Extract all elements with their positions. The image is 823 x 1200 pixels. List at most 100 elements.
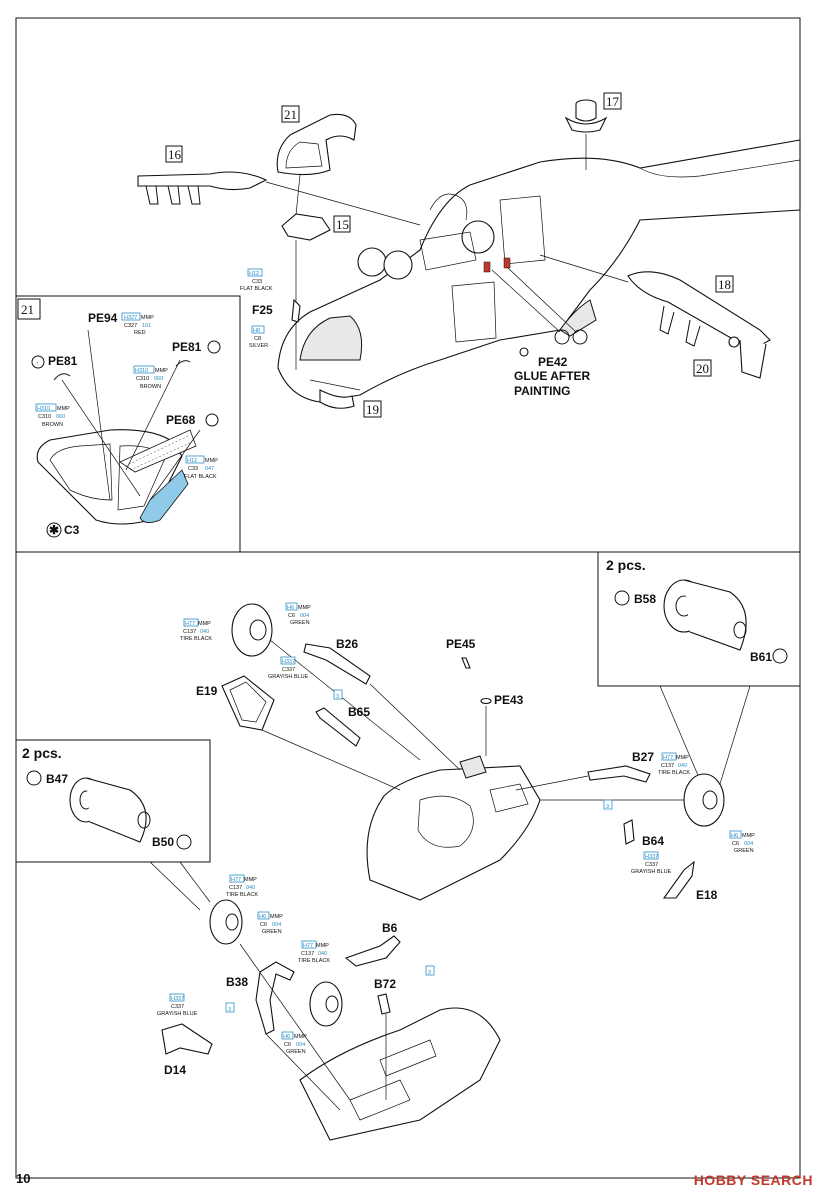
flip-icon (207, 340, 221, 354)
step-box-17 (603, 92, 622, 110)
step-number-19: 19 (366, 402, 379, 417)
svg-text:C310: C310 (136, 376, 149, 382)
leader (659, 685, 701, 781)
helicopter-fuselage-bottom (299, 755, 541, 1141)
inset-step-box (17, 298, 41, 320)
svg-text:SILVER: SILVER (249, 343, 268, 349)
label-two-pcs-left: 2 pcs. (22, 745, 62, 761)
label-b27: B27 (632, 750, 654, 764)
svg-text:H327: H327 (124, 315, 137, 321)
inset-panel-right (597, 551, 801, 687)
svg-text:C6: C6 (288, 613, 295, 619)
svg-text:H337: H337 (171, 996, 184, 1002)
stub-wing-16 (137, 171, 268, 205)
label-b65: B65 (348, 705, 370, 719)
svg-text:H6: H6 (287, 605, 294, 611)
paint-callout-grayish-blue-1: H337 C337 GRAYISH BLUE (268, 656, 309, 680)
svg-text:C337: C337 (282, 667, 295, 673)
step-box-21 (281, 105, 300, 123)
part-15 (281, 213, 331, 241)
svg-text:004: 004 (744, 841, 753, 847)
leader (261, 729, 401, 791)
label-b58: B58 (634, 592, 656, 606)
leader (369, 683, 461, 771)
canopy-part (36, 429, 197, 525)
step-box-15 (333, 215, 351, 233)
svg-text:C337: C337 (645, 862, 658, 868)
svg-text:040: 040 (678, 763, 687, 769)
label-b61: B61 (750, 650, 772, 664)
svg-text:3: 3 (228, 1007, 231, 1013)
svg-text:040: 040 (246, 885, 255, 891)
label-b64: B64 (642, 834, 664, 848)
paint-callout-silver: H8 C8 SILVER (249, 325, 268, 349)
svg-text:C327: C327 (124, 323, 137, 329)
cement-icon (554, 329, 570, 345)
leader (295, 174, 301, 216)
step-number-16: 16 (168, 147, 182, 162)
svg-text:FLAT BLACK: FLAT BLACK (240, 286, 273, 292)
svg-text:BROWN: BROWN (42, 422, 63, 428)
svg-text:H310: H310 (37, 406, 50, 412)
svg-text:C137: C137 (301, 951, 314, 957)
leader (539, 254, 629, 283)
svg-text:MMP: MMP (270, 914, 283, 920)
svg-text:C137: C137 (183, 629, 196, 635)
paint-callout-flat-black: H12 MMP C33 047 FLAT BLACK (184, 455, 218, 480)
part-pe42 (519, 347, 529, 357)
svg-text:TIRE BLACK: TIRE BLACK (298, 958, 330, 964)
leader (125, 359, 181, 471)
leader (87, 329, 111, 501)
step-number-21: 21 (284, 107, 297, 122)
svg-text:C137: C137 (661, 763, 674, 769)
step-box-20 (693, 359, 712, 377)
svg-text:H12: H12 (249, 271, 259, 277)
pe81-part (175, 360, 191, 367)
svg-text:C8: C8 (254, 336, 261, 342)
svg-text:MMP: MMP (298, 605, 311, 611)
part-e18 (662, 860, 695, 899)
part-b27 (587, 765, 651, 783)
svg-text:H337: H337 (282, 659, 295, 665)
label-pe42: PE42 (538, 355, 568, 369)
label-glue-after: GLUE AFTER (514, 369, 591, 383)
svg-text:3: 3 (428, 970, 431, 976)
part-20 (728, 336, 740, 348)
inset-step-number: 21 (21, 302, 34, 317)
paint-callout-grayish-blue-3: H337 C337 GRAYISH BLUE (157, 993, 198, 1017)
label-e19: E19 (196, 684, 218, 698)
nose-wheel-right (309, 981, 343, 1027)
pe81-part (53, 373, 71, 381)
svg-text:C337: C337 (171, 1004, 184, 1010)
svg-text:C137: C137 (229, 885, 242, 891)
step-box-16 (165, 145, 183, 163)
svg-text:060: 060 (154, 376, 163, 382)
leader (61, 379, 141, 497)
label-b50: B50 (152, 835, 174, 849)
part-b6 (344, 935, 401, 967)
svg-text:H77: H77 (303, 943, 313, 949)
svg-text:MMP: MMP (316, 943, 329, 949)
svg-text:GREEN: GREEN (286, 1049, 306, 1055)
svg-text:GREEN: GREEN (290, 620, 310, 626)
part-b72 (377, 993, 391, 1015)
star-icon (176, 834, 192, 850)
svg-text:MMP: MMP (294, 1034, 307, 1040)
paint-callout-brown-canopy: H310 MMP C310 060 BROWN (35, 403, 70, 428)
star-icon (572, 329, 588, 345)
paint-callout-green-3: H6 MMP C6 004 GREEN (257, 911, 283, 935)
paint-callout-grayish-blue-2: H337 C337 GRAYISH BLUE (631, 851, 672, 875)
label-b38: B38 (226, 975, 248, 989)
svg-text:MMP: MMP (244, 877, 257, 883)
part-d14 (161, 1023, 213, 1055)
svg-text:GRAYISH BLUE: GRAYISH BLUE (157, 1011, 198, 1017)
leader (515, 775, 589, 791)
canopy-21-part (276, 113, 357, 176)
paint-callout-brown: H310 MMP C310 060 BROWN (133, 365, 168, 390)
svg-text:H310: H310 (135, 368, 148, 374)
ref-box (425, 965, 435, 976)
paint-callout-green-1: H6 MMP C6 004 GREEN (285, 602, 311, 626)
svg-text:C6: C6 (732, 841, 739, 847)
label-pe94: PE94 (88, 311, 118, 325)
step-box-18 (715, 275, 734, 293)
